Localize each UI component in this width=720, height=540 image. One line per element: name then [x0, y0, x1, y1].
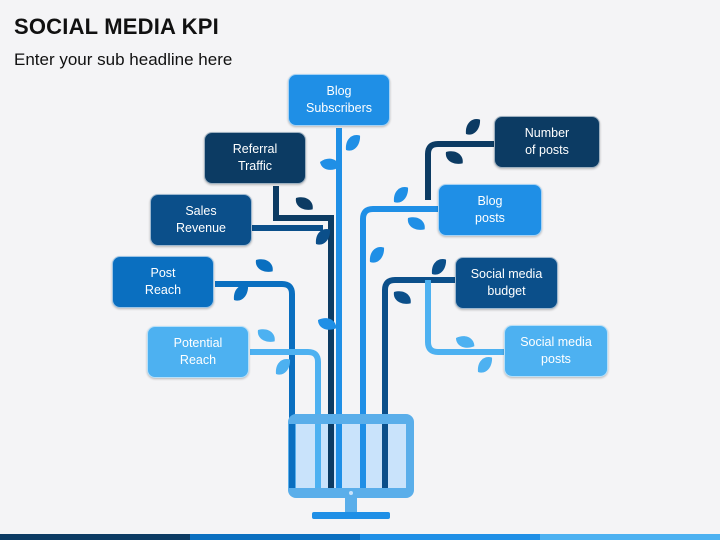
node-label: Social media posts — [520, 335, 592, 366]
node-sales-revenue: Sales Revenue — [150, 194, 252, 246]
node-label: Post Reach — [144, 266, 182, 297]
leaf-icon — [315, 313, 339, 335]
node-label: Number of posts — [524, 126, 570, 157]
node-blog-posts: Blog posts — [438, 184, 542, 236]
leaf-icon — [404, 212, 428, 235]
node-number-of-posts: Number of posts — [494, 116, 600, 168]
node-blog-subscribers: Blog Subscribers — [288, 74, 390, 126]
branch-referral-traffic — [273, 186, 334, 428]
leaf-icon — [390, 286, 414, 309]
leaf-icon — [427, 255, 451, 278]
leaf-icon — [252, 254, 276, 277]
branch-blog-posts — [360, 206, 440, 428]
monitor-icon — [288, 414, 414, 519]
branch-lines — [215, 128, 505, 428]
node-label: Referral Traffic — [232, 142, 278, 173]
branch-post-reach — [215, 281, 295, 428]
branch-social-media-budget — [382, 277, 456, 428]
branch-potential-reach — [250, 349, 321, 428]
branch-social-media-posts — [425, 280, 505, 355]
node-social-media-budget: Social media budget — [455, 257, 558, 309]
node-label: Sales Revenue — [175, 204, 227, 235]
page-title: SOCIAL MEDIA KPI — [14, 14, 219, 39]
bottom-accent-bar — [0, 534, 720, 540]
page-subtitle: Enter your sub headline here — [14, 50, 233, 69]
branch-number-of-posts — [425, 141, 495, 200]
leaf-icon — [461, 115, 485, 138]
node-post-reach: Post Reach — [112, 256, 214, 308]
leaf-icon — [473, 353, 497, 376]
node-label: Social media budget — [470, 267, 543, 298]
leaf-icon — [442, 146, 466, 169]
leaf-icon — [389, 183, 413, 206]
node-referral-traffic: Referral Traffic — [204, 132, 306, 184]
node-label: Blog Subscribers — [306, 84, 372, 115]
node-label: Blog posts — [475, 194, 505, 225]
node-label: Potential Reach — [173, 336, 223, 367]
leaf-icon — [254, 324, 278, 347]
leaf-icon — [292, 192, 316, 215]
leaf-icon — [365, 243, 389, 266]
leaf-icon — [341, 131, 365, 154]
node-social-media-posts: Social media posts — [504, 325, 608, 377]
node-potential-reach: Potential Reach — [147, 326, 249, 378]
